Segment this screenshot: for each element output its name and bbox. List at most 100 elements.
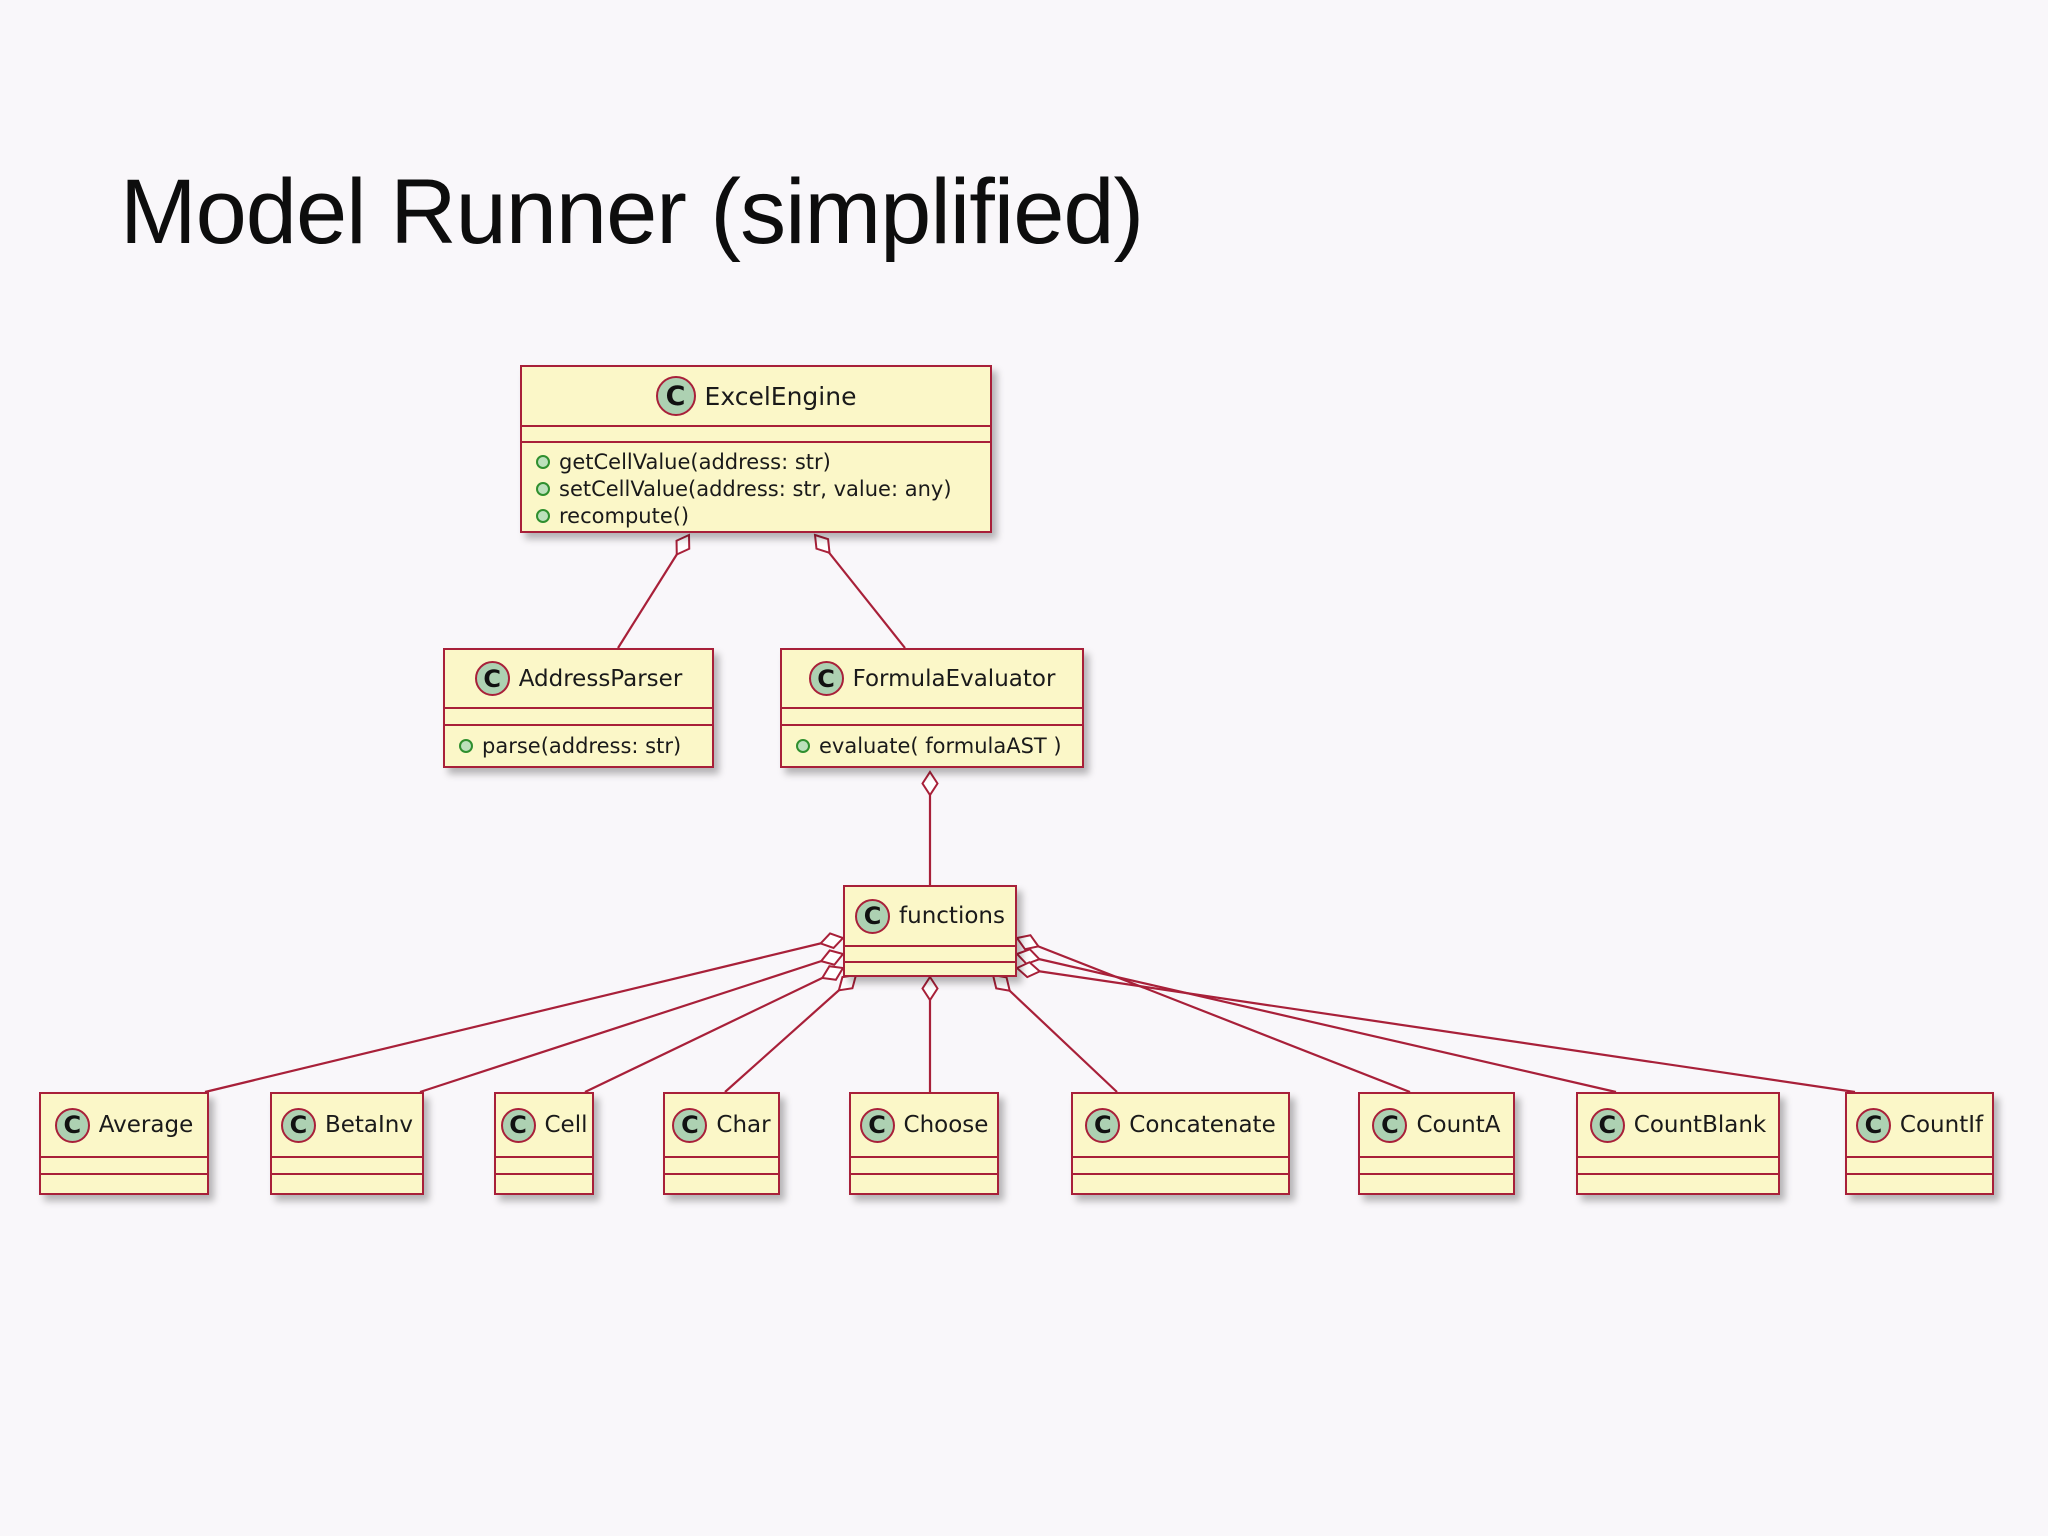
methods-compartment xyxy=(1360,1173,1513,1193)
class-name: FormulaEvaluator xyxy=(852,665,1056,692)
class-header: C BetaInv xyxy=(272,1094,422,1156)
aggregation-line-functions-concatenate xyxy=(992,974,1118,1093)
method-label: evaluate( formulaAST ) xyxy=(819,734,1062,758)
method-label: recompute() xyxy=(559,503,690,528)
method-label: setCellValue(address: str, value: any) xyxy=(559,476,952,501)
attributes-compartment xyxy=(1073,1156,1288,1173)
class-icon: C xyxy=(474,661,510,696)
attributes-compartment xyxy=(522,425,990,441)
class-box-addressparser: C AddressParser parse(address: str) xyxy=(443,648,714,768)
class-box-countif: C CountIf xyxy=(1845,1092,1994,1195)
aggregation-diamond-functions-countblank xyxy=(1015,948,1042,966)
aggregation-line-functions-cell xyxy=(584,967,844,1093)
class-icon: C xyxy=(655,376,696,416)
attributes-compartment xyxy=(1847,1156,1992,1173)
page-title: Model Runner (simplified) xyxy=(120,161,1144,263)
class-box-functions: C functions xyxy=(843,885,1017,977)
class-header: C CountIf xyxy=(1847,1094,1992,1156)
class-name: CountIf xyxy=(1899,1112,1984,1138)
class-box-betainv: C BetaInv xyxy=(270,1092,424,1195)
class-box-char: C Char xyxy=(663,1092,780,1195)
methods-compartment xyxy=(1847,1173,1992,1193)
class-icon: C xyxy=(280,1107,316,1143)
class-box-countblank: C CountBlank xyxy=(1576,1092,1780,1195)
class-name: Concatenate xyxy=(1129,1112,1276,1138)
public-method-icon xyxy=(536,508,550,523)
class-box-cell: C Cell xyxy=(494,1092,594,1195)
attributes-compartment xyxy=(845,945,1015,961)
class-icon: C xyxy=(1085,1107,1121,1143)
class-name: Average xyxy=(98,1112,194,1138)
class-name: Choose xyxy=(903,1112,989,1138)
attributes-compartment xyxy=(1578,1156,1778,1173)
public-method-icon xyxy=(536,481,550,496)
methods-compartment xyxy=(1578,1173,1778,1193)
class-icon: C xyxy=(500,1107,536,1143)
attributes-compartment xyxy=(445,707,712,724)
aggregation-diamond-excelengine-formulaevaluator xyxy=(813,533,831,555)
attributes-compartment xyxy=(1360,1156,1513,1173)
class-name: Cell xyxy=(544,1112,588,1138)
class-name: AddressParser xyxy=(518,665,683,692)
methods-compartment xyxy=(272,1173,422,1193)
methods-compartment xyxy=(665,1173,778,1193)
class-name: CountA xyxy=(1416,1112,1501,1138)
class-icon: C xyxy=(855,898,891,934)
aggregation-diamond-excelengine-addressparser xyxy=(675,533,691,557)
aggregation-line-functions-countblank xyxy=(1016,952,1617,1094)
class-header: C CountBlank xyxy=(1578,1094,1778,1156)
class-icon: C xyxy=(1372,1107,1408,1143)
class-box-average: C Average xyxy=(39,1092,209,1195)
aggregation-line-functions-char xyxy=(724,974,857,1093)
class-header: C Cell xyxy=(496,1094,592,1156)
aggregation-line-functions-countif xyxy=(1016,966,1856,1094)
aggregation-diamond-functions-counta xyxy=(1015,934,1041,951)
methods-compartment: evaluate( formulaAST ) xyxy=(782,724,1082,766)
class-header: C Char xyxy=(665,1094,778,1156)
methods-compartment xyxy=(851,1173,997,1193)
method-label: getCellValue(address: str) xyxy=(559,449,831,474)
aggregation-diamond-functions-countif xyxy=(1015,961,1042,979)
attributes-compartment xyxy=(41,1156,207,1173)
aggregation-line-functions-betainv xyxy=(419,952,844,1094)
class-icon: C xyxy=(859,1107,895,1143)
class-icon: C xyxy=(808,661,844,696)
public-method-icon xyxy=(796,739,810,753)
class-header: C Average xyxy=(41,1094,207,1156)
class-icon: C xyxy=(54,1107,90,1143)
class-name: functions xyxy=(899,903,1005,929)
aggregation-diamond-functions-cell xyxy=(820,965,845,981)
attributes-compartment xyxy=(782,707,1082,724)
class-name: Char xyxy=(716,1112,771,1138)
class-icon: C xyxy=(1855,1107,1891,1143)
class-name: CountBlank xyxy=(1633,1112,1767,1138)
class-header: C Concatenate xyxy=(1073,1094,1288,1156)
class-icon: C xyxy=(672,1107,708,1143)
class-box-concatenate: C Concatenate xyxy=(1071,1092,1290,1195)
methods-compartment xyxy=(496,1173,592,1193)
public-method-icon xyxy=(459,739,473,753)
aggregation-line-functions-counta xyxy=(1016,936,1411,1094)
aggregation-diamond-functions-choose xyxy=(921,975,939,1002)
methods-compartment xyxy=(41,1173,207,1193)
aggregation-line-functions-average xyxy=(204,936,844,1094)
methods-compartment: getCellValue(address: str) setCellValue(… xyxy=(522,441,990,531)
aggregation-diamond-functions-betainv xyxy=(819,949,845,966)
method-label: parse(address: str) xyxy=(482,734,682,758)
aggregation-diamond-formulaevaluator-functions xyxy=(921,770,939,797)
class-header: C AddressParser xyxy=(445,650,712,707)
class-icon: C xyxy=(1589,1107,1625,1143)
class-header: C ExcelEngine xyxy=(522,367,990,425)
class-name: BetaInv xyxy=(324,1112,413,1138)
class-box-formulaevaluator: C FormulaEvaluator evaluate( formulaAST … xyxy=(780,648,1084,768)
class-box-choose: C Choose xyxy=(849,1092,999,1195)
aggregation-diamond-functions-average xyxy=(818,932,845,950)
attributes-compartment xyxy=(851,1156,997,1173)
attributes-compartment xyxy=(496,1156,592,1173)
class-name: ExcelEngine xyxy=(704,381,857,411)
attributes-compartment xyxy=(272,1156,422,1173)
class-box-counta: C CountA xyxy=(1358,1092,1515,1195)
methods-compartment xyxy=(1073,1173,1288,1193)
